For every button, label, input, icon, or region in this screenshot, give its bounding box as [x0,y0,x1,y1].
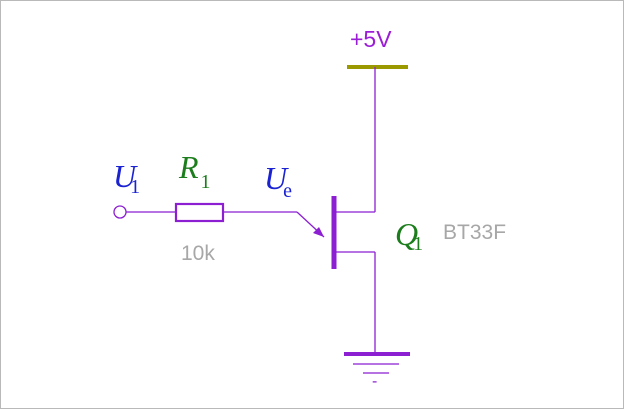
resistor-body[interactable] [174,202,225,223]
transistor-label: Q1 [395,216,423,255]
transistor-label-name: Q [395,216,418,252]
transistor-label-subscript: 1 [413,233,423,255]
ground-mark: - [372,373,377,390]
input-label: U1 [113,158,140,198]
resistor-label-subscript: 1 [201,171,211,193]
resistor-value: 10k [181,242,215,265]
input-label-name: U [113,158,138,194]
emitter-node-label-subscript: e [283,180,292,202]
emitter-node-label: Ue [264,160,292,202]
transistor-part-number: BT33F [443,221,506,244]
supply-label: +5V [350,26,392,52]
input-label-subscript: 1 [130,176,140,198]
emitter-arrow [313,227,324,237]
emitter-node-label-name: U [264,160,289,196]
resistor-label-name: R [178,149,199,185]
input-terminal[interactable] [113,205,127,219]
